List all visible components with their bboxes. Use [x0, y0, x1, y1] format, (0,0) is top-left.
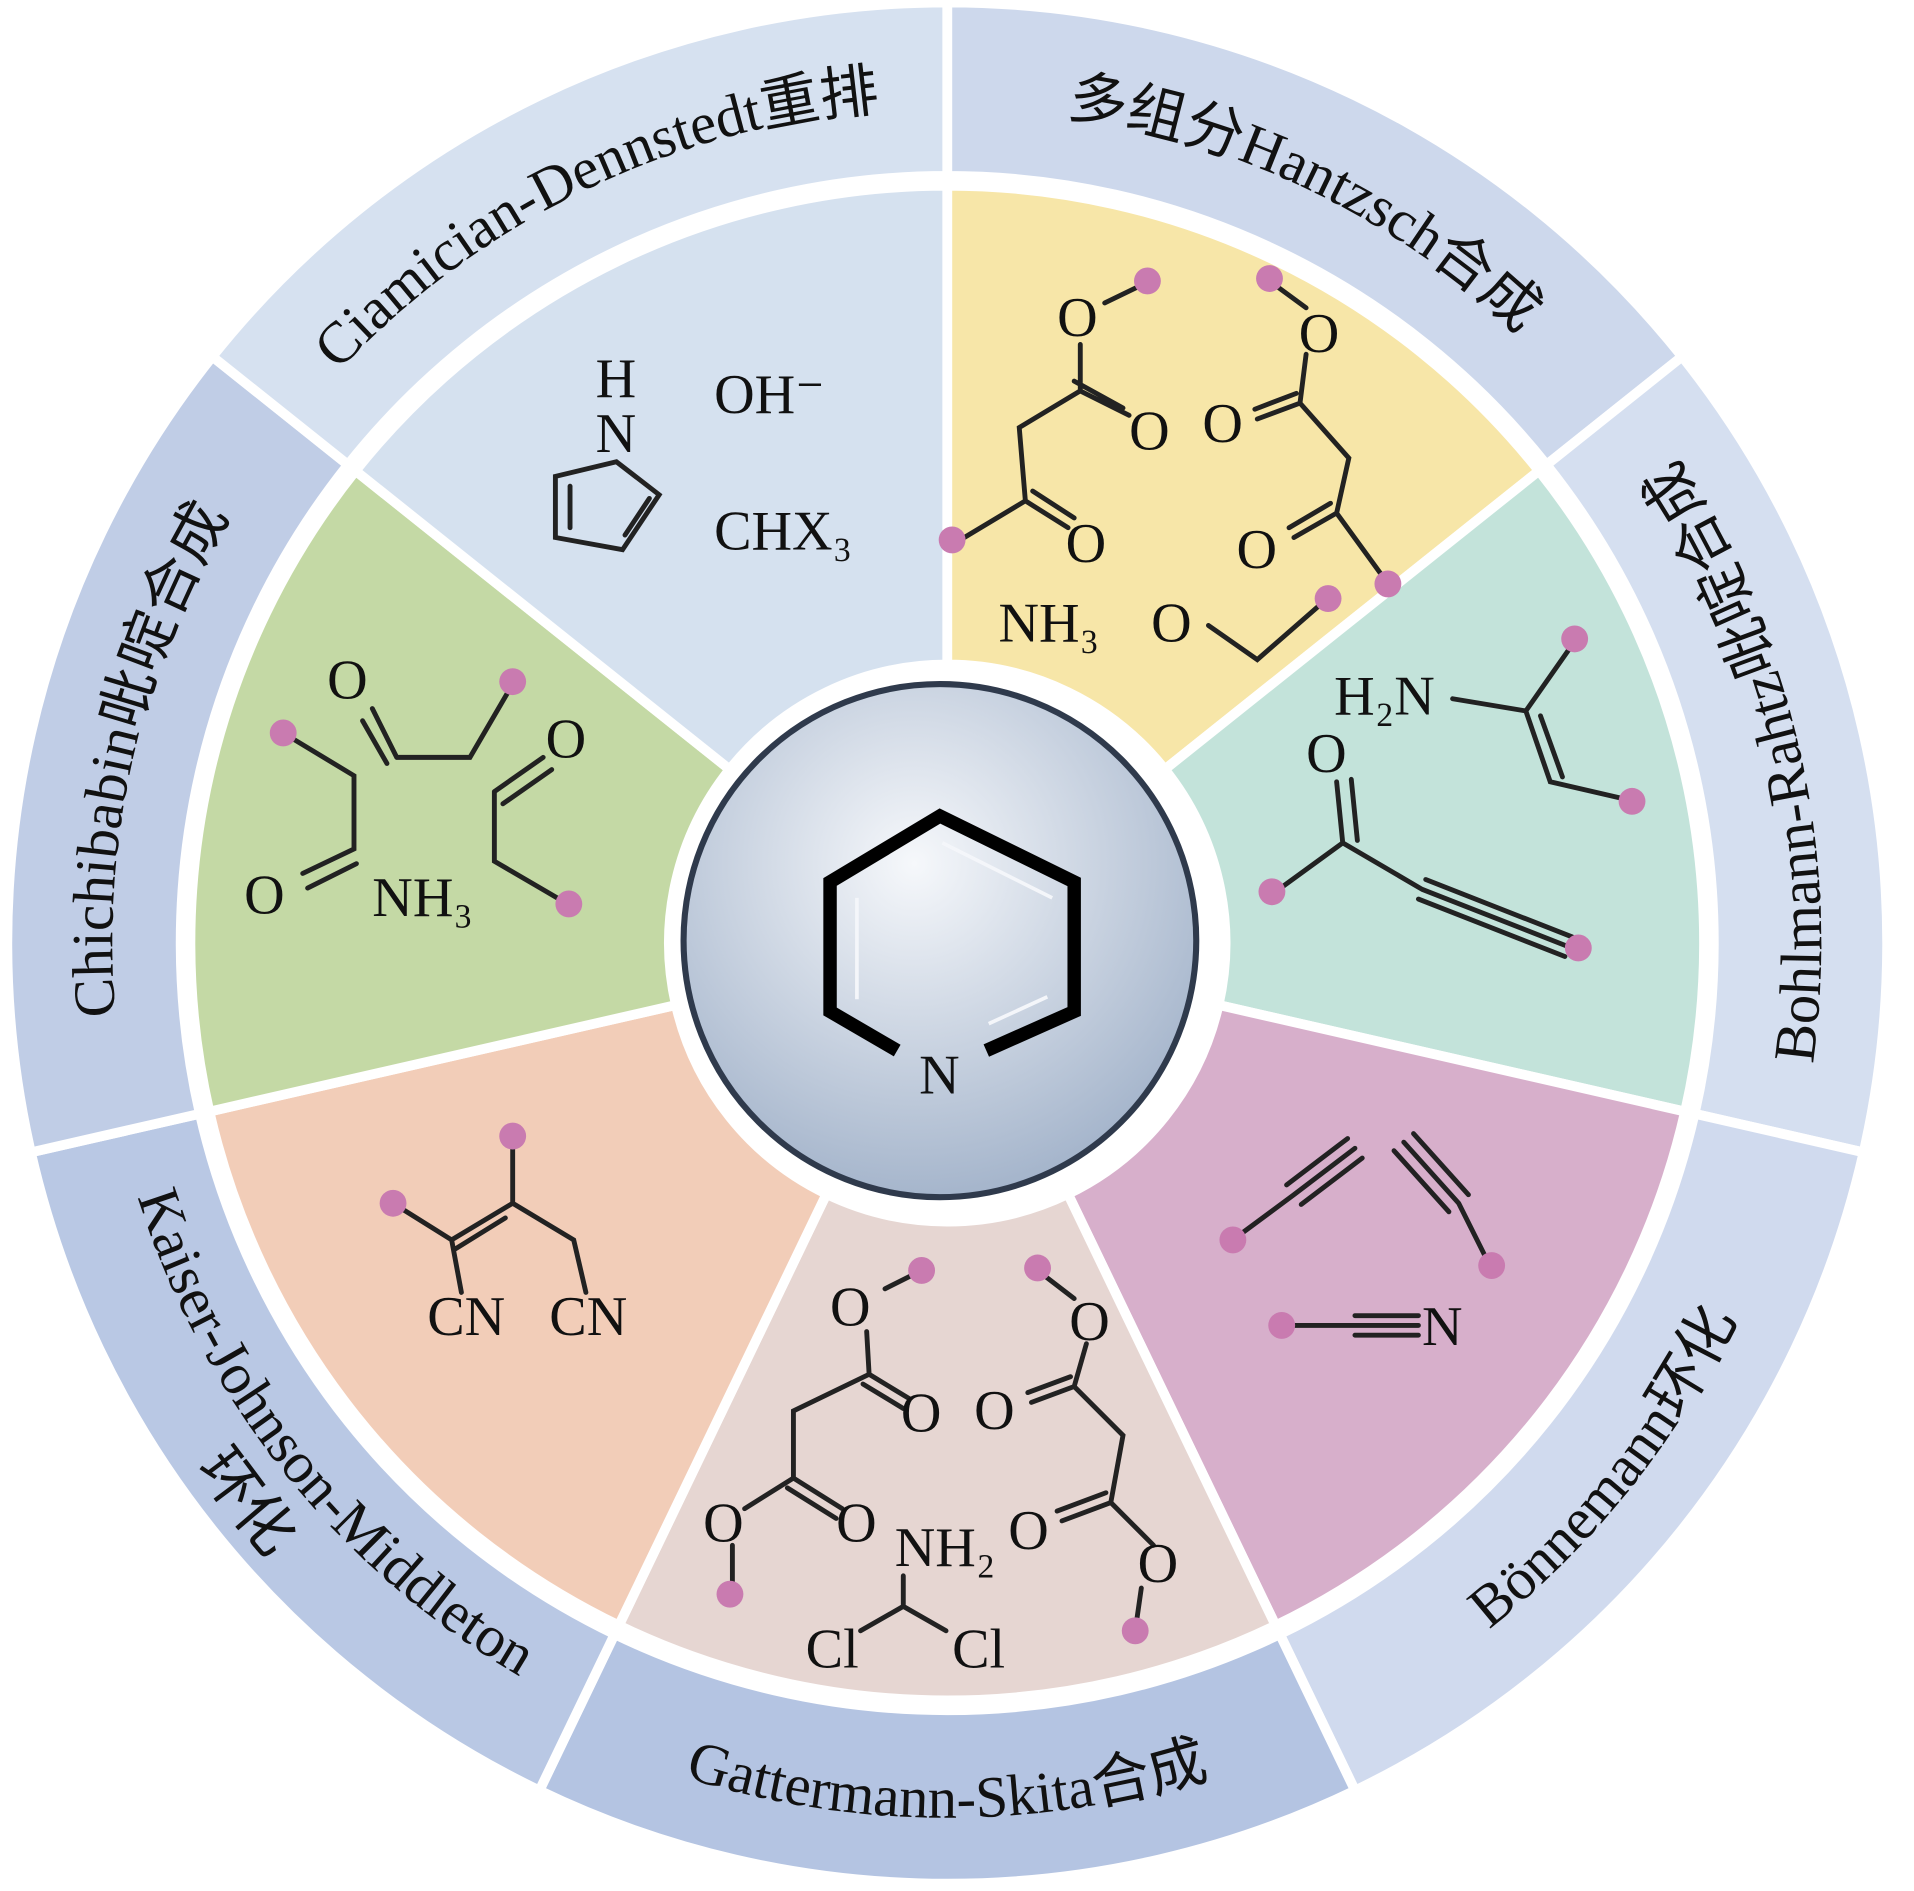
reagent-ammonia: NH₃ — [372, 867, 473, 929]
atom-o: O — [327, 650, 368, 712]
atom-o: O — [546, 708, 587, 770]
center-pyridine: N — [668, 669, 1211, 1212]
atom-n: N — [596, 403, 637, 465]
atom-o: O — [836, 1493, 877, 1555]
pyridine-ring — [823, 808, 1081, 1057]
atom-o: O — [1069, 1291, 1110, 1353]
atom-h: H — [596, 348, 637, 410]
atom-o: O — [703, 1493, 744, 1555]
structure-bonnemann: N — [1219, 1131, 1506, 1358]
sector-hantzsch — [942, 180, 1546, 777]
ring-segment-ciamician-dennstedt — [205, 0, 953, 472]
nitrile-group: CN — [427, 1286, 505, 1348]
atom-o: O — [1202, 393, 1243, 455]
sector-ciamician-dennstedt — [348, 180, 953, 777]
structure-chichibabin: O O O NH₃ — [244, 650, 586, 929]
atom-o: O — [1151, 592, 1192, 654]
atom-o: O — [1057, 287, 1098, 349]
structure-kaiser: CN CN — [379, 1122, 627, 1348]
atom-n: N — [1422, 1296, 1463, 1358]
reagent-ammonia: NH₃ — [999, 592, 1100, 654]
sector-kaiser-johnson-middleton — [203, 999, 833, 1632]
atom-o: O — [1237, 519, 1278, 581]
atom-o: O — [1306, 723, 1347, 785]
nitrile-group: CN — [549, 1286, 627, 1348]
atom-o: O — [1066, 513, 1107, 575]
structure-bohlmann: H₂N O — [1258, 625, 1646, 962]
amine-group: NH₂ — [895, 1517, 996, 1579]
sector-gattermann-skita — [612, 1187, 1283, 1706]
pyrrole-ring — [552, 459, 663, 553]
atom-o: O — [1008, 1500, 1049, 1562]
atom-o: O — [1129, 401, 1170, 463]
atom-o: O — [1299, 303, 1340, 365]
atom-o: O — [901, 1383, 942, 1445]
structure-gattermann: O O O O O O O O NH₂ Cl Cl — [703, 1254, 1179, 1680]
atom-cl: Cl — [952, 1618, 1005, 1680]
structure-hantzsch: O O O O O O O NH₃ — [938, 265, 1402, 663]
pyridine-double-bonds — [855, 841, 1054, 1026]
reagent-haloform: CHX₃ — [714, 501, 852, 563]
atom-o: O — [974, 1380, 1015, 1442]
amine-group: H₂N — [1334, 666, 1435, 728]
atom-o: O — [830, 1276, 871, 1338]
reagent-hydroxide: OH⁻ — [714, 364, 825, 426]
center-circle — [680, 681, 1200, 1201]
atom-o: O — [1138, 1533, 1179, 1595]
pyridine-nitrogen: N — [919, 1044, 960, 1106]
atom-cl: Cl — [806, 1618, 859, 1680]
structure-ciamician: H N OH⁻ CHX₃ — [552, 348, 852, 563]
atom-o: O — [244, 865, 285, 927]
